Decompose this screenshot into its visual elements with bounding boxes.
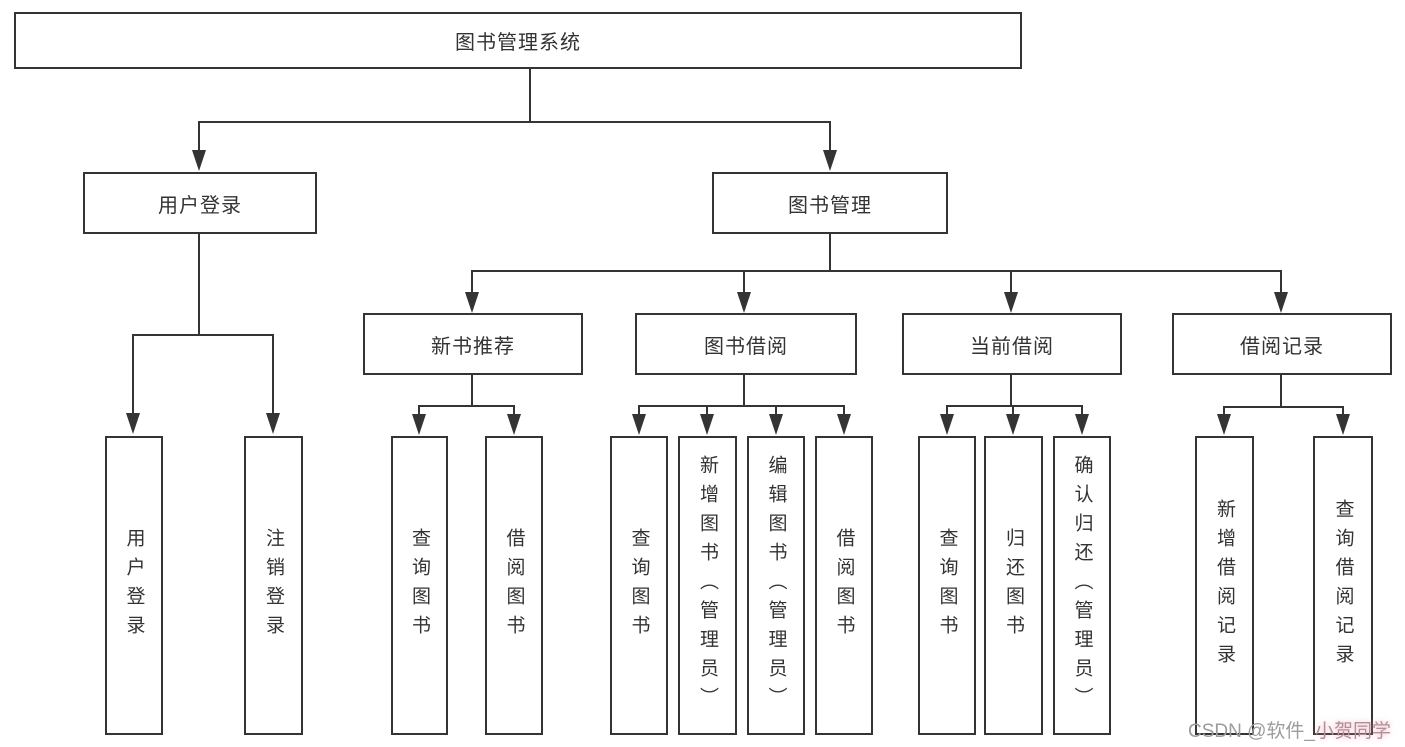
node-rec-borrow-book: 借阅图书 (485, 436, 543, 735)
node-cb-confirm-return: 确认归还（管理员） (1053, 436, 1111, 735)
node-cb-query-book: 查询图书 (918, 436, 976, 735)
arrowhead-down-icon (412, 414, 426, 435)
connector-borrow-record-drop (1280, 375, 1282, 408)
arrowhead-down-icon (737, 292, 751, 313)
node-rec-borrow-book-label: 借阅图书 (503, 527, 525, 644)
node-user-login: 用户登录 (83, 172, 317, 234)
connector-leaf (418, 405, 420, 417)
node-leaf-logout-label: 注销登录 (263, 527, 284, 644)
connector-book-borrow-spread (638, 405, 845, 407)
arrowhead-down-icon (632, 414, 646, 435)
arrowhead-down-icon (266, 413, 280, 434)
connector-leaf (513, 405, 515, 417)
node-rec-query-book: 查询图书 (391, 436, 448, 735)
connector-to-new-book-rec (471, 270, 473, 296)
connector-to-book-mgmt (829, 121, 831, 153)
arrowhead-down-icon (769, 414, 783, 435)
node-bb-add-book-label: 新增图书（管理员） (697, 455, 718, 716)
connector-to-leaf-logout (272, 334, 274, 416)
connector-leaf (1342, 406, 1344, 417)
connector-leaf (946, 405, 948, 417)
connector-user-login-spread (133, 334, 274, 336)
arrowhead-down-icon (465, 292, 479, 313)
node-br-add-record-label: 新增借阅记录 (1214, 498, 1235, 673)
node-cb-query-book-label: 查询图书 (936, 527, 958, 644)
node-current-borrow-label: 当前借阅 (970, 335, 1054, 358)
node-bb-borrow-book-label: 借阅图书 (833, 527, 855, 644)
node-leaf-user-login-label: 用户登录 (123, 527, 145, 644)
connector-current-borrow-spread (946, 405, 1083, 407)
node-root: 图书管理系统 (14, 12, 1022, 69)
node-bb-query-book: 查询图书 (610, 436, 668, 735)
connector-book-mgmt-spread (471, 270, 1282, 272)
watermark-prefix: CSDN @软件_ (1188, 721, 1315, 742)
connector-to-leaf-user-login (132, 334, 134, 416)
connector-borrow-record-spread (1223, 406, 1344, 408)
connector-book-borrow-drop (743, 375, 745, 407)
node-new-book-rec-label: 新书推荐 (431, 335, 515, 358)
connector-user-login-drop (198, 234, 200, 336)
arrowhead-down-icon (1217, 414, 1231, 435)
arrowhead-down-icon (837, 414, 851, 435)
connector-leaf (843, 405, 845, 417)
node-cb-return-book: 归还图书 (984, 436, 1043, 735)
node-br-query-record-label: 查询借阅记录 (1332, 498, 1354, 673)
connector-new-book-rec-spread (418, 405, 515, 407)
arrowhead-down-icon (700, 414, 714, 435)
connector-leaf (706, 405, 708, 417)
connector-leaf (638, 405, 640, 417)
node-cb-return-book-label: 归还图书 (1003, 527, 1024, 644)
connector-to-current-borrow (1010, 270, 1012, 296)
watermark-suffix: 小贺同学 (1314, 721, 1391, 742)
arrowhead-down-icon (507, 414, 521, 435)
connector-book-mgmt-drop (829, 234, 831, 272)
connector-root-drop (529, 69, 531, 123)
node-root-label: 图书管理系统 (455, 32, 581, 54)
connector-leaf (1081, 405, 1083, 417)
arrowhead-down-icon (823, 150, 837, 171)
connector-root-spread (198, 121, 831, 123)
node-book-mgmt: 图书管理 (712, 172, 948, 234)
node-cb-confirm-return-label: 确认归还（管理员） (1071, 455, 1093, 716)
node-user-login-label: 用户登录 (158, 194, 242, 217)
node-book-borrow-label: 图书借阅 (704, 335, 788, 358)
connector-to-borrow-record (1280, 270, 1282, 296)
connector-to-user-login (198, 121, 200, 153)
connector-to-book-borrow (743, 270, 745, 296)
node-current-borrow: 当前借阅 (902, 313, 1122, 375)
arrowhead-down-icon (1075, 414, 1089, 435)
node-bb-edit-book: 编辑图书（管理员） (747, 436, 805, 735)
connector-current-borrow-drop (1010, 375, 1012, 407)
arrowhead-down-icon (1274, 292, 1288, 313)
node-rec-query-book-label: 查询图书 (409, 527, 430, 644)
watermark: CSDN @软件_小贺同学 (1188, 716, 1391, 743)
arrowhead-down-icon (1336, 414, 1350, 435)
node-leaf-logout: 注销登录 (244, 436, 303, 735)
node-borrow-record-label: 借阅记录 (1240, 335, 1324, 358)
node-book-mgmt-label: 图书管理 (788, 194, 872, 217)
node-bb-edit-book-label: 编辑图书（管理员） (765, 455, 787, 716)
connector-leaf (1223, 406, 1225, 417)
arrowhead-down-icon (940, 414, 954, 435)
connector-leaf (775, 405, 777, 417)
connector-leaf (1012, 405, 1014, 417)
node-borrow-record: 借阅记录 (1172, 313, 1392, 375)
node-br-query-record: 查询借阅记录 (1313, 436, 1373, 735)
arrowhead-down-icon (1004, 292, 1018, 313)
node-bb-query-book-label: 查询图书 (628, 527, 650, 644)
arrowhead-down-icon (1006, 414, 1020, 435)
node-bb-borrow-book: 借阅图书 (815, 436, 873, 735)
node-new-book-rec: 新书推荐 (363, 313, 583, 375)
node-bb-add-book: 新增图书（管理员） (678, 436, 737, 735)
node-leaf-user-login: 用户登录 (105, 436, 163, 735)
arrowhead-down-icon (192, 150, 206, 171)
node-br-add-record: 新增借阅记录 (1195, 436, 1254, 735)
connector-new-book-rec-drop (471, 375, 473, 407)
arrowhead-down-icon (126, 413, 140, 434)
node-book-borrow: 图书借阅 (635, 313, 857, 375)
